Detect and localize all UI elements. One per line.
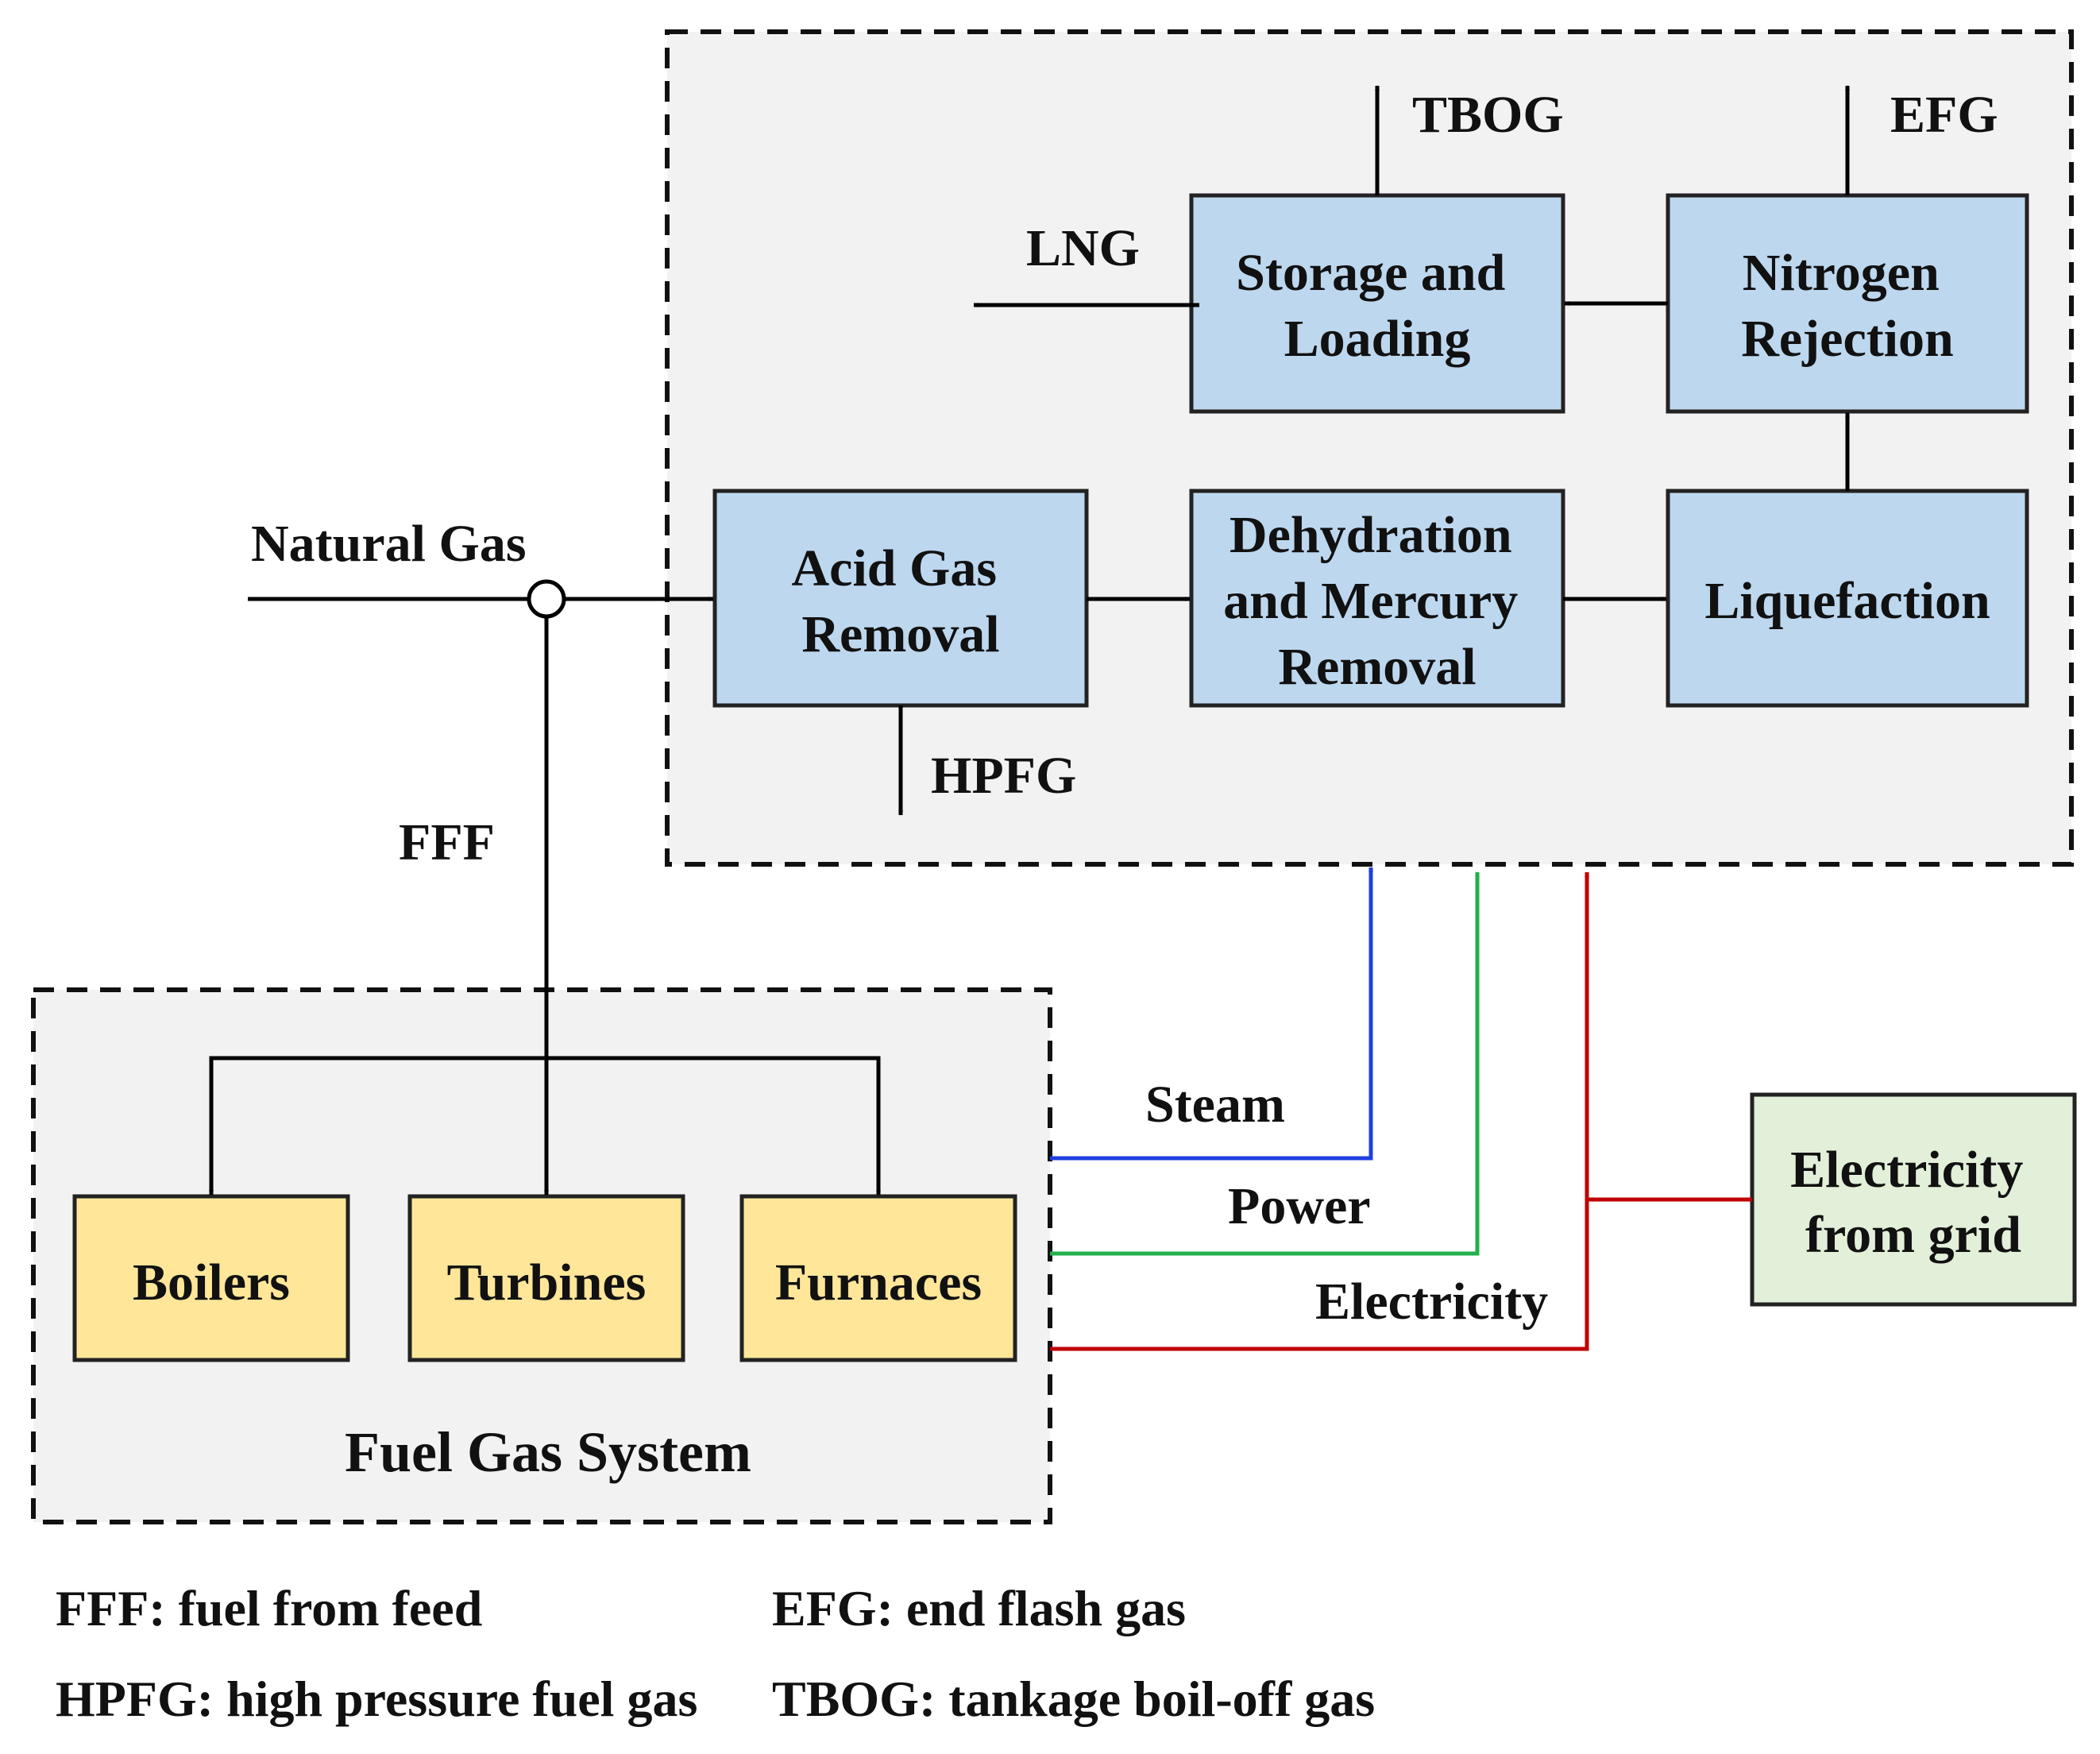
dehydration-line-3: Removal bbox=[1278, 638, 1476, 696]
natural-gas-label: Natural Gas bbox=[251, 515, 527, 573]
legend-efg: EFG: end flash gas bbox=[772, 1580, 1186, 1636]
svg-text:Nitrogen Rejection: Nitrogen Rejection bbox=[1741, 244, 1954, 368]
liquefaction-line-1: Liquefaction bbox=[1704, 572, 1990, 630]
svg-text:Acid Gas Removal: Acid Gas Removal bbox=[791, 539, 1009, 663]
nitrogen-line-2: Rejection bbox=[1741, 310, 1954, 368]
grid-line-2: from grid bbox=[1805, 1206, 2021, 1264]
storage-line-1: Storage and bbox=[1236, 244, 1505, 302]
svg-text:Storage and Loading: Storage and Loading bbox=[1236, 244, 1519, 368]
electricity-label: Electricity bbox=[1315, 1273, 1548, 1331]
dehydration-line-2: and Mercury bbox=[1223, 572, 1518, 630]
storage-line-2: Loading bbox=[1284, 310, 1471, 368]
turbines-label: Turbines bbox=[447, 1254, 647, 1312]
legend-tbog: TBOG: tankage boil-off gas bbox=[772, 1671, 1375, 1727]
grid-line-1: Electricity bbox=[1790, 1141, 2023, 1199]
dehydration-mercury-box: Dehydration and Mercury Removal bbox=[1189, 489, 1565, 708]
legend-hpfg: HPFG: high pressure fuel gas bbox=[56, 1671, 697, 1727]
electricity-from-grid-box: Electricity from grid bbox=[1750, 1092, 2077, 1307]
tbog-label: TBOG bbox=[1412, 86, 1564, 144]
turbines-box: Turbines bbox=[407, 1194, 685, 1362]
svg-text:Electricity from grid: Electricity from grid bbox=[1790, 1141, 2036, 1264]
power-label: Power bbox=[1228, 1177, 1371, 1235]
power-line bbox=[1050, 871, 1480, 1256]
acid-gas-line-1: Acid Gas bbox=[791, 539, 997, 597]
fuel-gas-system-title: Fuel Gas System bbox=[345, 1420, 751, 1484]
svg-text:Liquefaction: Liquefaction bbox=[1704, 572, 1990, 630]
lng-plant-region bbox=[665, 29, 2074, 867]
nitrogen-rejection-box: Nitrogen Rejection bbox=[1666, 193, 2029, 414]
acid-gas-removal-box: Acid Gas Removal bbox=[712, 489, 1089, 708]
legend-fff: FFF: fuel from feed bbox=[56, 1580, 482, 1636]
fff-to-furnaces-arrow bbox=[546, 1056, 881, 1196]
svg-text:Boilers: Boilers bbox=[133, 1254, 290, 1312]
lng-label: LNG bbox=[1026, 219, 1140, 277]
fff-label: FFF bbox=[399, 813, 495, 871]
fff-to-boilers-arrow bbox=[209, 1056, 546, 1196]
svg-text:Furnaces: Furnaces bbox=[775, 1254, 982, 1312]
svg-text:Dehydration and Mercury: Dehydration and Mercury Removal bbox=[1223, 506, 1531, 696]
furnaces-label: Furnaces bbox=[775, 1254, 982, 1312]
liquefaction-box: Liquefaction bbox=[1666, 489, 2029, 708]
nitrogen-line-1: Nitrogen bbox=[1743, 244, 1940, 302]
boilers-label: Boilers bbox=[133, 1254, 290, 1312]
steam-label: Steam bbox=[1145, 1076, 1285, 1134]
furnaces-box: Furnaces bbox=[739, 1194, 1017, 1362]
dehydration-line-1: Dehydration bbox=[1230, 506, 1512, 564]
acid-gas-line-2: Removal bbox=[801, 605, 999, 663]
splitter-node bbox=[527, 579, 566, 619]
storage-loading-box: Storage and Loading bbox=[1189, 193, 1565, 414]
steam-line bbox=[1050, 867, 1373, 1161]
svg-text:Turbines: Turbines bbox=[447, 1254, 647, 1312]
efg-label: EFG bbox=[1890, 86, 1998, 144]
electricity-line bbox=[1050, 871, 1589, 1351]
hpfg-label: HPFG bbox=[931, 747, 1076, 805]
boilers-box: Boilers bbox=[72, 1194, 350, 1362]
